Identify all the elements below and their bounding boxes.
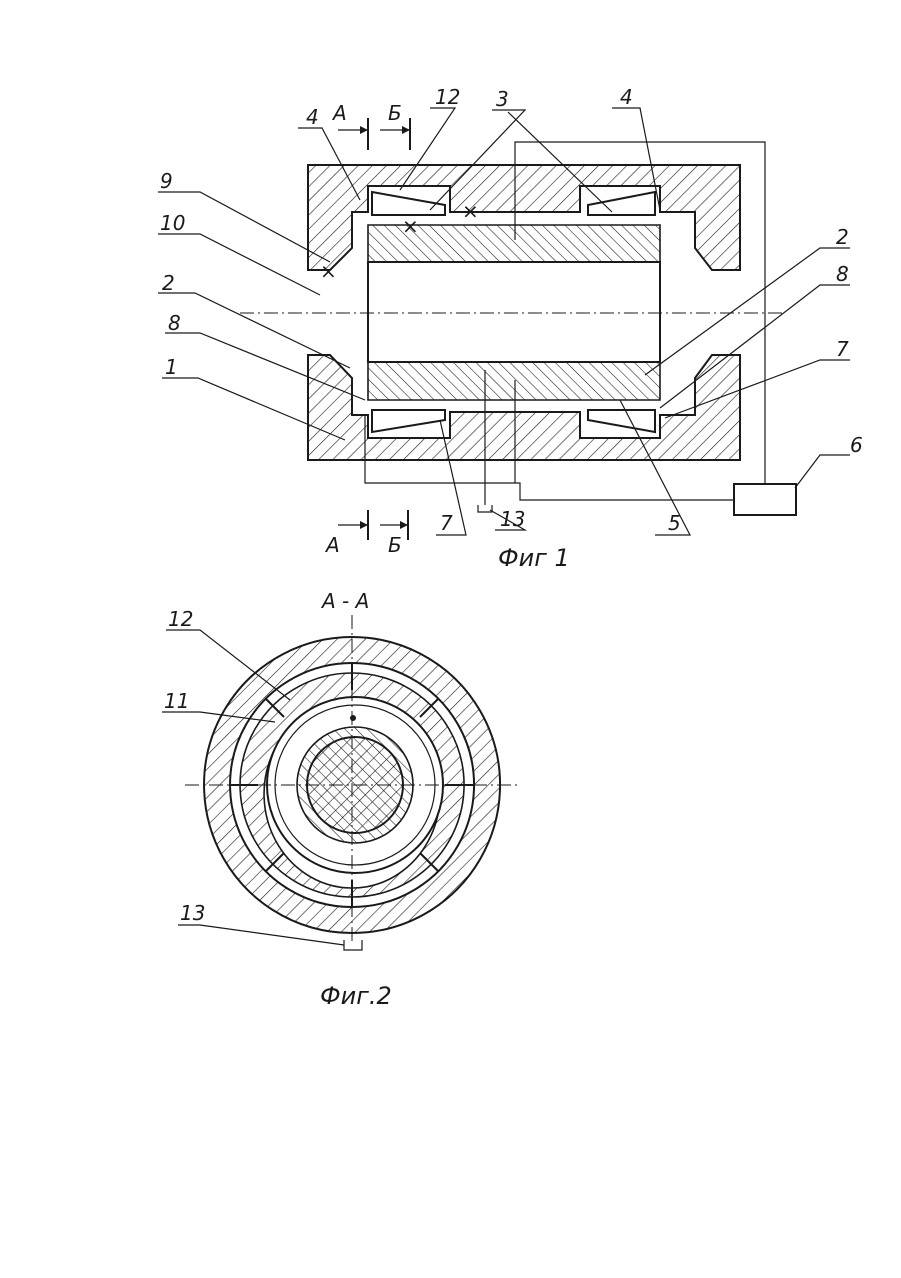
fig2-label-13: 13 [180, 901, 205, 925]
figure-1: ⨯ ⨯ ⨯ А Б А Б [158, 85, 863, 572]
drain-cup [478, 505, 492, 512]
drain-outlet [344, 940, 362, 950]
bush-left-bottom [372, 410, 445, 432]
label-8-right: 8 [836, 262, 849, 286]
svg-text:⨯: ⨯ [462, 199, 479, 223]
label-6: 6 [850, 433, 863, 457]
figure-2-caption: Фиг.2 [320, 982, 392, 1010]
label-2-right: 2 [836, 225, 849, 249]
fig2-label-11: 11 [164, 689, 189, 713]
section-mark-a-bottom: А [324, 533, 340, 557]
section-mark-a-top: А [331, 101, 347, 125]
svg-text:⨯: ⨯ [402, 214, 419, 238]
label-12: 12 [435, 85, 460, 109]
label-3: 3 [496, 87, 509, 111]
fig2-label-12: 12 [168, 607, 193, 631]
bush-right-bottom [588, 410, 655, 432]
label-1: 1 [165, 355, 178, 379]
label-4-right: 4 [620, 85, 633, 109]
section-title: А - А [320, 589, 369, 613]
label-7-right: 7 [836, 337, 849, 361]
figure-2: А - А 12 [162, 589, 520, 1010]
sleeve-bottom [368, 362, 660, 400]
label-13: 13 [500, 507, 525, 531]
shaft [368, 262, 660, 362]
bush-left-top [372, 192, 445, 215]
label-4-left: 4 [306, 105, 319, 129]
label-5: 5 [668, 511, 681, 535]
label-2-left: 2 [162, 271, 175, 295]
label-7-bottom: 7 [440, 511, 453, 535]
label-8-left: 8 [168, 311, 181, 335]
section-mark-b-top: Б [388, 101, 402, 125]
svg-text:⨯: ⨯ [320, 259, 337, 283]
reference-point [350, 715, 356, 721]
label-9: 9 [160, 169, 173, 193]
section-mark-b-bottom: Б [388, 533, 402, 557]
control-unit [734, 484, 796, 515]
label-10: 10 [160, 211, 185, 235]
figure-1-caption: Фиг 1 [498, 544, 570, 572]
bush-right-top [588, 192, 655, 215]
